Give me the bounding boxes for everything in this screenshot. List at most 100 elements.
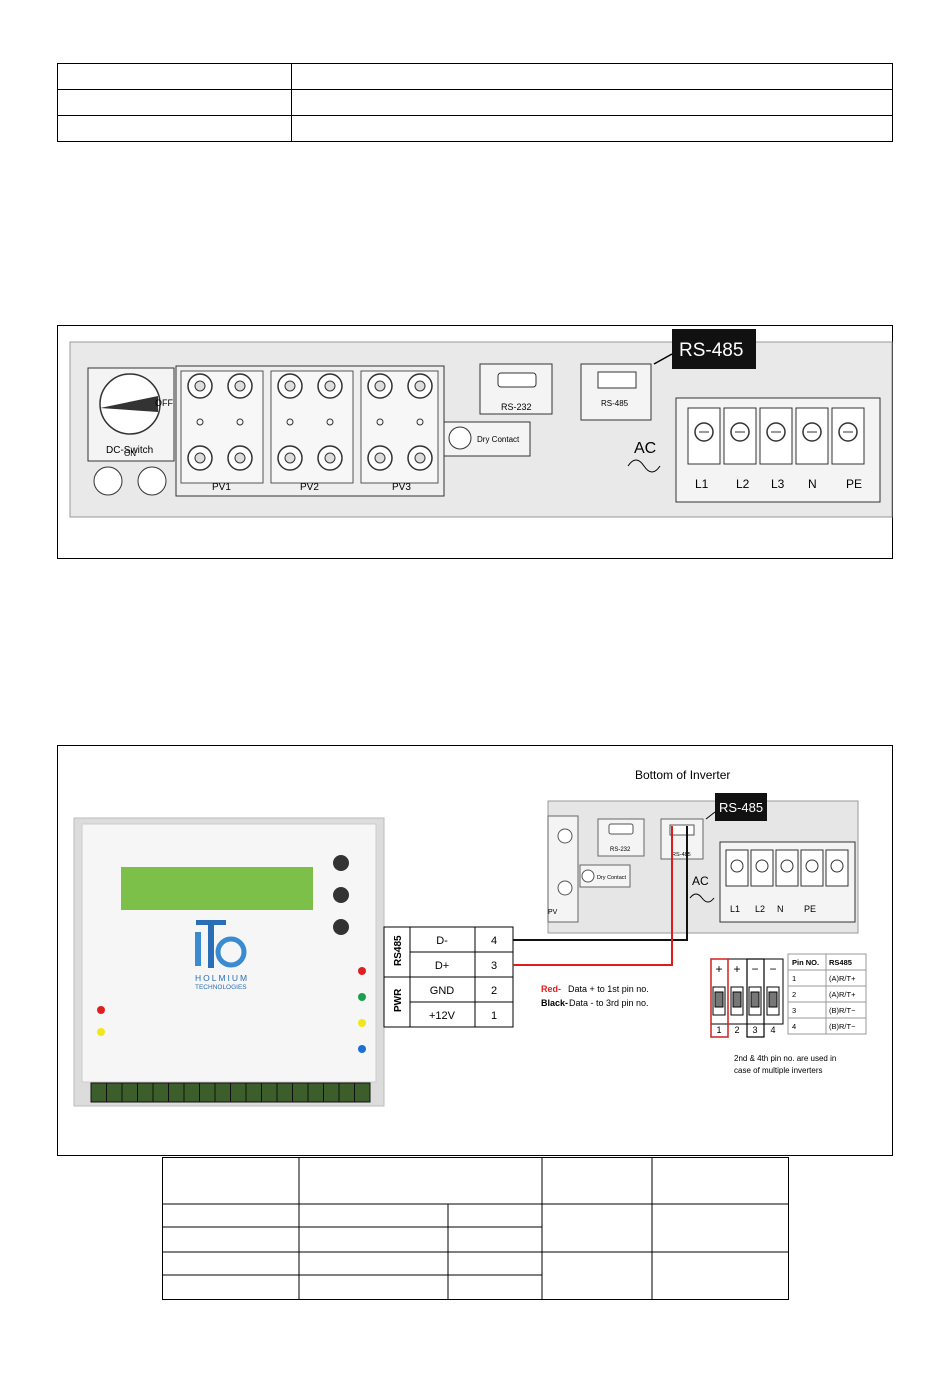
terminal-strip-slot xyxy=(106,1082,123,1103)
pin-map-text: 3 xyxy=(792,1006,796,1015)
pv-polarity-mark xyxy=(326,418,334,426)
group-rs485-label: RS485 xyxy=(393,935,404,966)
lcd-display xyxy=(121,867,313,910)
bottom-table-grid xyxy=(162,1157,789,1300)
led-yellow xyxy=(358,1019,366,1027)
small-terminal-screw xyxy=(830,859,844,873)
pin-signal-cell xyxy=(409,1001,476,1028)
small-dry-label: Dry Contact xyxy=(597,875,627,881)
rs485-port xyxy=(597,371,637,389)
dip-number: 2 xyxy=(734,1025,739,1035)
small-terminal-pe: PE xyxy=(804,904,816,914)
terminal-strip-slot xyxy=(199,1082,216,1103)
dip-number: 3 xyxy=(752,1025,757,1035)
small-rs485-port xyxy=(669,824,695,836)
pv-connector xyxy=(557,880,573,896)
dip-highlight-pin3 xyxy=(746,958,765,1038)
dc-switch-label: DC-Switch xyxy=(106,445,153,456)
small-rs485-label: RS-485 xyxy=(672,852,691,858)
dip-switch-knob xyxy=(768,991,778,1008)
pv1-label: PV1 xyxy=(212,482,231,493)
logo-mark xyxy=(215,936,247,968)
dip-switch-knob xyxy=(750,991,760,1008)
pv-connector-pin xyxy=(324,380,336,392)
dip-highlight-pin1 xyxy=(710,958,729,1038)
table-cell xyxy=(291,115,893,142)
pin-map-text: 1 xyxy=(792,974,796,983)
note-black-text: Data - to 3rd pin no. xyxy=(569,998,649,1008)
terminal-strip-slot xyxy=(121,1082,138,1103)
pv-connector-pin xyxy=(234,452,246,464)
wiring-figure: Bottom of Inverter PV Dry Contact RS-232… xyxy=(57,745,893,1156)
pin-map-text: RS485 xyxy=(829,958,852,967)
terminal-strip-slot xyxy=(168,1082,185,1103)
device-button[interactable] xyxy=(333,919,349,935)
pv-connector-pin xyxy=(194,380,206,392)
dip-number: 1 xyxy=(716,1025,721,1035)
cable-gland xyxy=(93,466,123,496)
device-button[interactable] xyxy=(333,887,349,903)
pin-signal-cell xyxy=(409,951,476,978)
pin-map-text: 2 xyxy=(792,990,796,999)
inverter-panel-figure: OFF ON DC-Switch PV1 PV2 PV3 Dry Contact… xyxy=(57,325,893,559)
pin-map-table: Pin NO.RS4851(A)R/T+2(A)R/T+3(B)R/T−4(B)… xyxy=(787,953,867,1035)
switch-on-label: ON xyxy=(124,449,136,458)
terminal-strip-slot xyxy=(152,1082,169,1103)
callout-line xyxy=(653,353,673,365)
pin-number-cell xyxy=(474,976,514,1003)
led-yellow xyxy=(97,1028,105,1036)
terminal-label-l2: L2 xyxy=(736,477,750,491)
pin-map-cell xyxy=(825,1017,867,1035)
cable-gland xyxy=(137,466,167,496)
black-wire xyxy=(513,826,688,941)
pv-connectors xyxy=(180,370,439,484)
bottom-table xyxy=(162,1157,789,1300)
small-ac-label: AC xyxy=(692,874,709,888)
pin-number-label: 4 xyxy=(491,935,497,947)
dip-switch: +1+2−3−4 xyxy=(710,958,784,1038)
device-button[interactable] xyxy=(333,855,349,871)
pin-map-text: (B)R/T− xyxy=(829,1006,856,1015)
table-cell xyxy=(291,89,893,116)
dip-sign: − xyxy=(751,962,758,976)
note-black-label: Black- xyxy=(541,998,568,1008)
pin-signal-cell xyxy=(409,976,476,1003)
terminal-label-n: N xyxy=(808,477,817,491)
pin-signal-label: +12V xyxy=(429,1010,456,1022)
multi-inverter-note-line1: 2nd & 4th pin no. are used in xyxy=(734,1054,836,1063)
rs485-callout-box xyxy=(672,329,756,369)
terminal-strip-slot xyxy=(90,1082,107,1103)
pv-connector-pin xyxy=(414,380,426,392)
rs232-port xyxy=(497,372,537,388)
pin-signal-label: D- xyxy=(436,935,448,947)
terminal-label-pe: PE xyxy=(846,477,862,491)
datalogger-face xyxy=(81,823,377,1083)
terminal-strip-slot xyxy=(230,1082,247,1103)
red-wire xyxy=(513,826,673,966)
inverter-panel-drawing: OFF ON DC-Switch PV1 PV2 PV3 Dry Contact… xyxy=(69,329,893,518)
pv-polarity-mark xyxy=(376,418,384,426)
logo-main-text: HOLMIUM xyxy=(195,973,249,983)
dip-sign: + xyxy=(733,962,740,976)
wiring-drawing: Bottom of Inverter PV Dry Contact RS-232… xyxy=(73,768,867,1107)
small-rs485-callout-label: RS-485 xyxy=(719,800,763,815)
dip-number: 4 xyxy=(770,1025,775,1035)
small-rs232-label: RS-232 xyxy=(610,847,631,853)
table-cell xyxy=(57,115,292,142)
pv-connector xyxy=(557,828,573,844)
pv-connector-pin xyxy=(194,452,206,464)
dry-contact-label: Dry Contact xyxy=(477,435,520,444)
table-outline xyxy=(162,1157,789,1300)
note-red-label: Red- xyxy=(541,984,561,994)
table-cell xyxy=(57,63,292,90)
switch-off-label: OFF xyxy=(155,398,173,408)
small-pv-label: PV xyxy=(548,909,558,916)
terminal-strip-slot xyxy=(261,1082,278,1103)
pv-connector-pin xyxy=(324,452,336,464)
logo-mark xyxy=(195,932,201,966)
small-rs485-callout xyxy=(715,793,767,821)
rs232-box xyxy=(479,363,553,415)
dry-contact-gland xyxy=(448,426,472,450)
small-terminal-l1: L1 xyxy=(730,904,740,914)
small-terminals xyxy=(725,849,849,887)
